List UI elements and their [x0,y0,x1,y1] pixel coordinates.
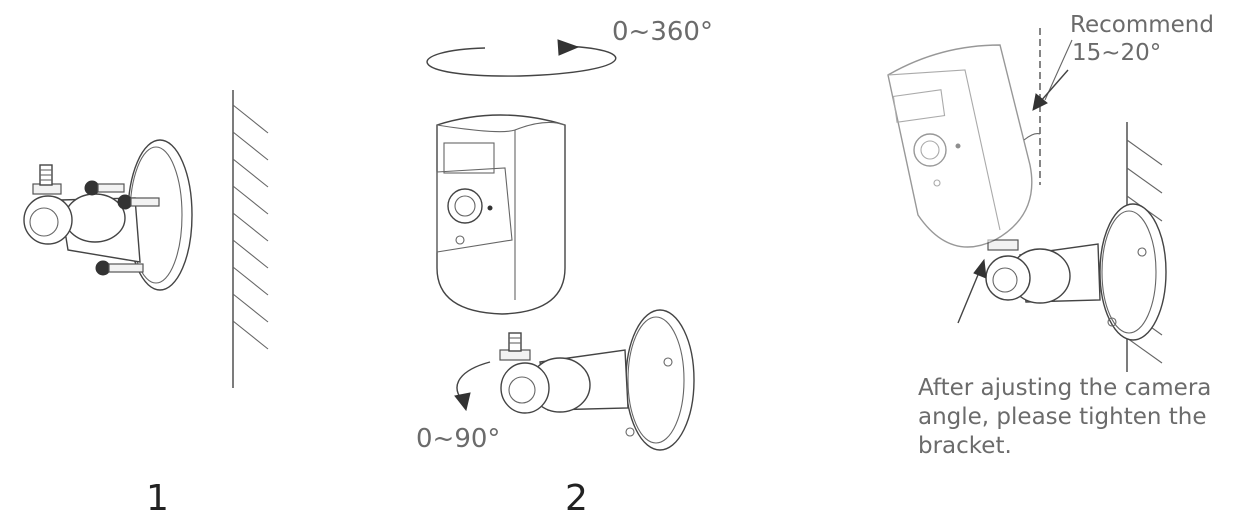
tighten-arrow-icon [957,258,987,324]
tilted-camera-icon [887,44,1033,248]
step3-bracket [985,203,1167,341]
rotation-360-arrow-icon [426,39,617,77]
screw-icon [84,180,125,196]
rotation-90-arrow-icon [454,361,491,412]
instruction-line-1: After ajusting the camera [918,375,1212,401]
step1-wall [232,90,269,388]
step1-bracket [23,139,193,291]
step-number-1: 1 [146,478,169,519]
recommend-label: Recommend [1070,12,1214,38]
rotation-90-label: 0~90° [416,424,501,454]
rotation-360-label: 0~360° [612,17,713,47]
step-number-2: 2 [565,478,588,519]
instruction-line-2: angle, please tighten the [918,404,1207,430]
instruction-line-3: bracket. [918,433,1012,459]
camera-icon [436,114,566,315]
angle-reference-line [1023,28,1073,185]
screw-icon [117,194,160,210]
recommend-angle-label: 15~20° [1072,40,1162,66]
angle-arrow-icon [1032,69,1069,111]
step2-bracket [499,309,695,451]
screw-icon [95,260,144,276]
